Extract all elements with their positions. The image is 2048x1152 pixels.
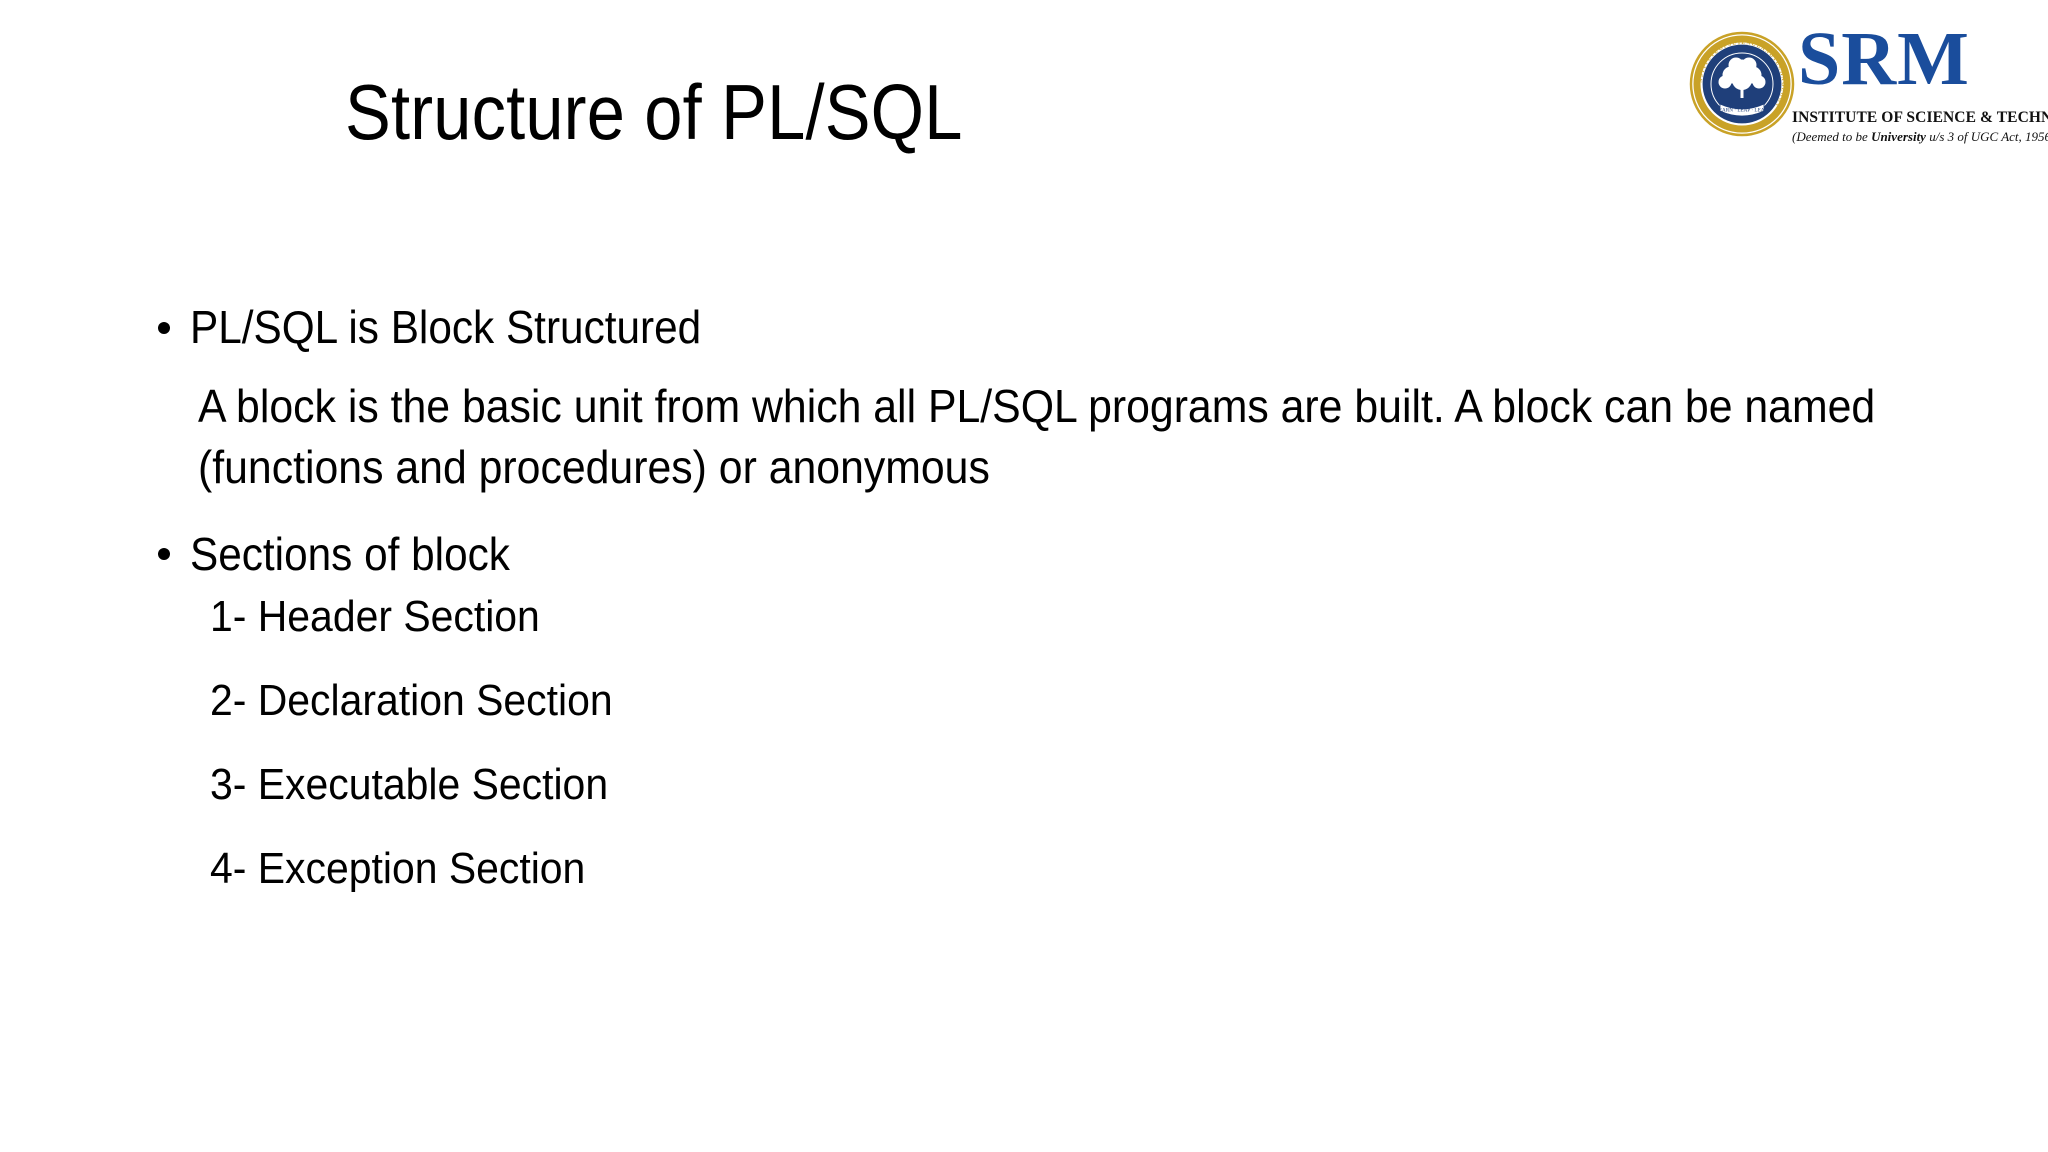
list-item: 4- Exception Section (210, 843, 1910, 893)
srm-seal-icon: LEARN · LEAP · LEAD S R M I N S T I T U … (1688, 30, 1795, 137)
list-item: 2- Declaration Section (210, 675, 1910, 725)
paragraph-block-1: A block is the basic unit from which all… (198, 376, 1898, 498)
srm-tagline-secondary: (Deemed to be University u/s 3 of UGC Ac… (1792, 129, 2048, 144)
list-item: 3- Executable Section (210, 759, 1910, 809)
section-item-4-label: 4- Exception Section (210, 843, 586, 893)
tagline-prefix: (Deemed to be (1792, 129, 1872, 144)
bullet-item-1-label: PL/SQL is Block Structured (190, 301, 702, 353)
section-item-2-label: 2- Declaration Section (210, 675, 613, 725)
page-title: Structure of PL/SQL (345, 68, 963, 156)
section-item-1-label: 1- Header Section (210, 591, 540, 641)
list-item: 1- Header Section (210, 591, 1910, 641)
sections-list: 1- Header Section 2- Declaration Section… (150, 591, 1910, 893)
section-item-3-label: 3- Executable Section (210, 759, 609, 809)
bullet-dot-icon (158, 321, 170, 334)
bullet-item-2: Sections of block (150, 527, 1910, 581)
svg-text:LEARN · LEAP · LEAD: LEARN · LEAP · LEAD (1716, 108, 1769, 114)
paragraph-text-1: A block is the basic unit from which all… (198, 380, 1876, 494)
tagline-bold: University (1871, 129, 1926, 144)
bullet-dot-icon (158, 548, 170, 561)
bullet-item-1: PL/SQL is Block Structured (150, 300, 1910, 354)
srm-wordmark: SRM (1798, 17, 1970, 101)
tagline-suffix: u/s 3 of UGC Act, 1956) (1925, 129, 2048, 144)
bullet-item-2-label: Sections of block (190, 527, 510, 580)
slide-body: PL/SQL is Block Structured A block is th… (150, 300, 1910, 891)
srm-logo: LEARN · LEAP · LEAD S R M I N S T I T U … (1688, 17, 2048, 162)
